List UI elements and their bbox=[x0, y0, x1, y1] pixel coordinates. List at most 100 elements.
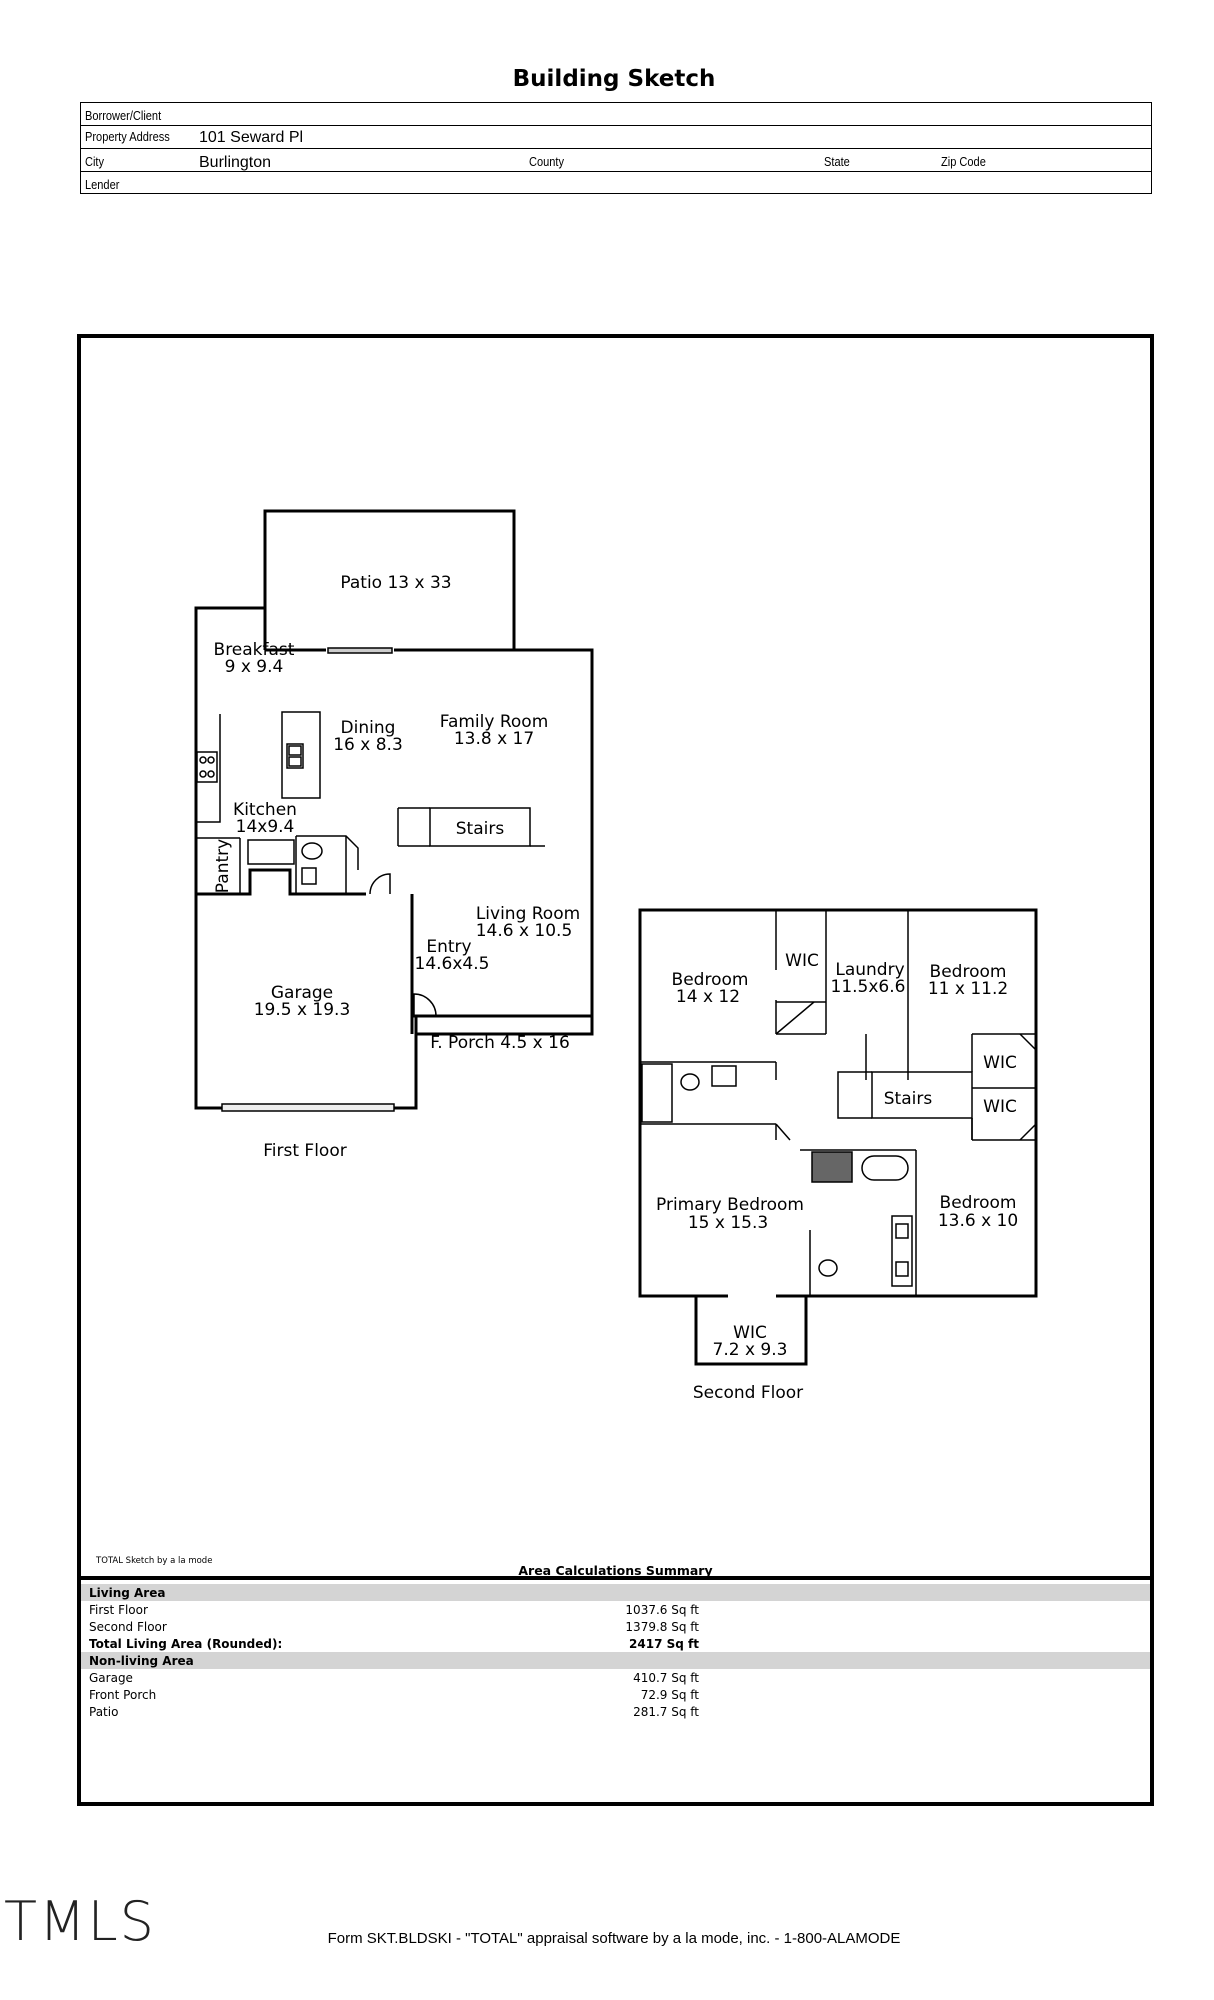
garage-top-wall bbox=[196, 868, 366, 896]
lender-label: Lender bbox=[85, 177, 120, 192]
property-header-table: Borrower/Client Property Address 101 Sew… bbox=[80, 102, 1152, 194]
primary-name: Primary Bedroom bbox=[656, 1195, 804, 1215]
summary-row-name: Second Floor bbox=[89, 1620, 167, 1634]
stairs-box-2 bbox=[871, 1071, 973, 1119]
pantry-label: Pantry bbox=[213, 839, 233, 893]
stairs2-label: Stairs bbox=[884, 1089, 933, 1109]
sink-icon-2 bbox=[711, 1065, 737, 1087]
porch-label: F. Porch 4.5 x 16 bbox=[430, 1033, 570, 1053]
second-floor-walls bbox=[638, 908, 1038, 1366]
zip-label: Zip Code bbox=[941, 154, 986, 169]
nonliving-area-header-label: Non-living Area bbox=[89, 1654, 194, 1668]
city-value: Burlington bbox=[199, 154, 272, 171]
bedroom3-name: Bedroom bbox=[940, 1193, 1017, 1213]
lender-row: Lender bbox=[81, 172, 1151, 195]
entry-door-swing bbox=[413, 993, 437, 1017]
first-floor-label: First Floor bbox=[263, 1141, 346, 1161]
summary-row-value: 281.7 Sq ft bbox=[633, 1705, 699, 1719]
breakfast-dim: 9 x 9.4 bbox=[225, 657, 284, 677]
first-floor-labels: Patio 13 x 33 Breakfast 9 x 9.4 Dining 1… bbox=[213, 573, 580, 1161]
garage-dim: 19.5 x 19.3 bbox=[254, 1000, 351, 1020]
pantry-shelf bbox=[247, 839, 295, 865]
summary-row-name: Patio bbox=[89, 1705, 119, 1719]
second-floor-label: Second Floor bbox=[693, 1383, 803, 1403]
powder-wall bbox=[296, 835, 359, 870]
double-vanity-icon bbox=[891, 1215, 913, 1287]
address-value: 101 Seward Pl bbox=[199, 129, 304, 146]
address-row: Property Address 101 Seward Pl bbox=[81, 126, 1151, 149]
living-dim: 14.6 x 10.5 bbox=[476, 921, 573, 941]
vanity-icon bbox=[301, 867, 317, 885]
laundry-name: Laundry bbox=[835, 960, 904, 980]
entry-name: Entry bbox=[426, 937, 471, 957]
stairs-box bbox=[429, 807, 531, 847]
living-name: Living Room bbox=[476, 904, 580, 924]
family-dim: 13.8 x 17 bbox=[454, 729, 534, 749]
bedroom3-dim: 13.6 x 10 bbox=[938, 1211, 1018, 1231]
borrower-label: Borrower/Client bbox=[85, 108, 162, 123]
stair-diagonal bbox=[775, 1001, 815, 1035]
second-floor-labels: Bedroom 14 x 12 WIC Laundry 11.5x6.6 Bed… bbox=[656, 951, 1018, 1403]
summary-row: Front Porch 72.9 Sq ft bbox=[81, 1686, 1150, 1703]
summary-divider bbox=[77, 1576, 1154, 1580]
wic2-label: WIC bbox=[983, 1053, 1017, 1073]
total-living-name: Total Living Area (Rounded): bbox=[89, 1637, 283, 1651]
summary-row-value: 1379.8 Sq ft bbox=[625, 1620, 699, 1634]
stairs-label: Stairs bbox=[456, 819, 505, 839]
summary-row-name: Front Porch bbox=[89, 1688, 157, 1702]
patio-label: Patio 13 x 33 bbox=[340, 573, 451, 593]
garage-name: Garage bbox=[271, 983, 333, 1003]
summary-row: Second Floor 1379.8 Sq ft bbox=[81, 1618, 1150, 1635]
dining-dim: 16 x 8.3 bbox=[333, 735, 403, 755]
floor-plan-drawing: Patio 13 x 33 Breakfast 9 x 9.4 Dining 1… bbox=[194, 509, 1038, 1403]
document-title: Building Sketch bbox=[512, 66, 716, 92]
kitchen-counter bbox=[196, 714, 221, 823]
summary-row: Garage 410.7 Sq ft bbox=[81, 1669, 1150, 1686]
summary-title: Area Calculations Summary bbox=[518, 1563, 713, 1578]
wic1-label: WIC bbox=[785, 951, 819, 971]
address-label: Property Address bbox=[85, 129, 170, 144]
kitchen-island bbox=[281, 711, 321, 799]
toilet-icon bbox=[301, 842, 323, 860]
wic3-label: WIC bbox=[983, 1097, 1017, 1117]
primary-dim: 15 x 15.3 bbox=[688, 1213, 768, 1233]
entry-dim: 14.6x4.5 bbox=[415, 954, 490, 974]
city-label: City bbox=[85, 154, 105, 169]
bedroom2-name: Bedroom bbox=[930, 962, 1007, 982]
laundry-dim: 11.5x6.6 bbox=[831, 977, 906, 997]
wic-outline bbox=[694, 1296, 808, 1366]
summary-row-name: First Floor bbox=[89, 1603, 148, 1617]
dining-name: Dining bbox=[341, 718, 396, 738]
summary-row-value: 410.7 Sq ft bbox=[633, 1671, 699, 1685]
living-area-header-label: Living Area bbox=[89, 1586, 166, 1600]
tmls-logo: TMLS bbox=[4, 1890, 156, 1953]
sink-icon bbox=[286, 743, 304, 769]
bathtub-icon bbox=[861, 1155, 909, 1181]
total-living-row: Total Living Area (Rounded): 2417 Sq ft bbox=[81, 1635, 1150, 1652]
second-floor-outline bbox=[638, 908, 1038, 1298]
kitchen-name: Kitchen bbox=[233, 800, 297, 820]
toilet-icon-3 bbox=[818, 1259, 838, 1277]
bedroom1-dim: 14 x 12 bbox=[676, 987, 740, 1007]
city-row: City Burlington County State Zip Code bbox=[81, 149, 1151, 172]
kitchen-dim: 14x9.4 bbox=[236, 817, 295, 837]
summary-row-name: Garage bbox=[89, 1671, 133, 1685]
borrower-row: Borrower/Client bbox=[81, 103, 1151, 126]
bedroom2-dim: 11 x 11.2 bbox=[928, 979, 1008, 999]
sketch-credit: TOTAL Sketch by a la mode bbox=[96, 1556, 213, 1566]
first-floor-outline bbox=[194, 606, 594, 1110]
range-icon bbox=[196, 751, 218, 783]
slider-door bbox=[327, 647, 393, 654]
second-floor-details bbox=[640, 910, 1037, 1298]
total-living-value: 2417 Sq ft bbox=[629, 1637, 699, 1651]
summary-row-value: 72.9 Sq ft bbox=[640, 1688, 699, 1702]
summary-row-value: 1037.6 Sq ft bbox=[625, 1603, 699, 1617]
nonliving-area-header: Non-living Area bbox=[81, 1652, 1150, 1669]
sketch-frame bbox=[77, 334, 1154, 1806]
state-label: State bbox=[824, 154, 850, 169]
footer-form-text: Form SKT.BLDSKI - "TOTAL" appraisal soft… bbox=[327, 1930, 901, 1947]
first-floor-details bbox=[196, 647, 545, 1112]
summary-row: Patio 281.7 Sq ft bbox=[81, 1703, 1150, 1720]
patio-outline bbox=[263, 509, 516, 650]
wic4-name: WIC bbox=[733, 1323, 767, 1343]
